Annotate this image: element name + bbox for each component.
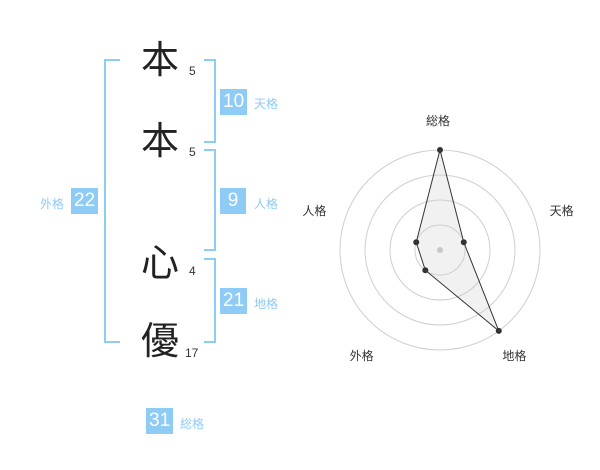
radar-ring bbox=[389, 199, 491, 301]
tenkaku-value: 10 bbox=[220, 89, 248, 115]
name-char-1: 本 bbox=[140, 38, 179, 82]
radar-series-polygon bbox=[415, 149, 500, 332]
name-char-3: 心 bbox=[140, 241, 179, 285]
stroke-count-4: 17 bbox=[185, 346, 199, 360]
radar-axis-label-3: 地格 bbox=[502, 349, 527, 364]
gaikaku-label: 外格 bbox=[40, 197, 65, 211]
jinkaku-value: 9 bbox=[220, 188, 246, 214]
soukaku-value: 31 bbox=[146, 408, 174, 434]
stroke-count-1: 5 bbox=[189, 64, 196, 78]
chikaku-value: 21 bbox=[220, 288, 248, 314]
radar-point-5 bbox=[413, 239, 420, 246]
radar-axis-label-1: 総格 bbox=[426, 114, 451, 128]
radar-point-3 bbox=[495, 327, 502, 334]
radar-center bbox=[437, 247, 443, 253]
chikaku-label: 地格 bbox=[254, 297, 279, 311]
name-char-2: 本 bbox=[140, 119, 179, 163]
chikaku-bracket bbox=[204, 258, 216, 343]
jinkaku-label: 人格 bbox=[254, 197, 279, 211]
radar-ring bbox=[414, 224, 466, 276]
radar-point-1 bbox=[437, 147, 443, 153]
radar-point-4 bbox=[422, 267, 429, 274]
name-char-4: 優 bbox=[140, 319, 179, 363]
radar-axis-label-2: 天格 bbox=[549, 203, 574, 218]
radar-ring bbox=[364, 174, 516, 326]
tenkaku-bracket bbox=[204, 59, 216, 143]
radar-axis-label-4: 外格 bbox=[349, 349, 374, 364]
gaikaku-value: 22 bbox=[71, 188, 99, 214]
stroke-count-2: 5 bbox=[189, 145, 196, 159]
tenkaku-label: 天格 bbox=[254, 97, 279, 111]
radar-axis-label-5: 人格 bbox=[302, 203, 327, 218]
gaikaku-bracket bbox=[104, 59, 120, 343]
stroke-count-3: 4 bbox=[189, 264, 196, 278]
radar-point-2 bbox=[460, 239, 467, 246]
soukaku-label: 総格 bbox=[180, 417, 205, 431]
jinkaku-bracket bbox=[204, 149, 216, 251]
